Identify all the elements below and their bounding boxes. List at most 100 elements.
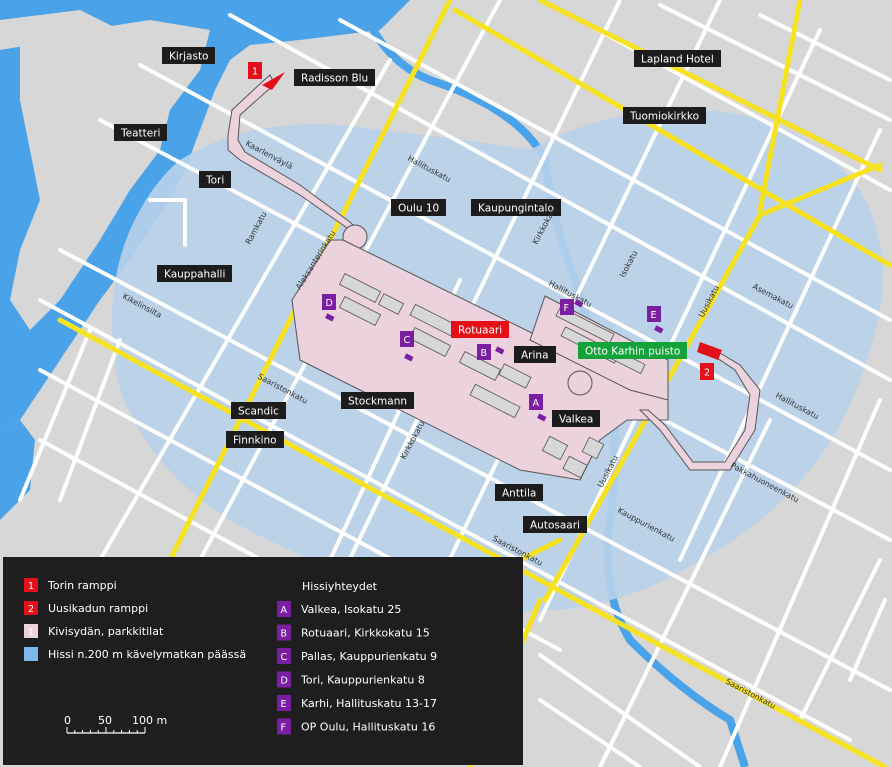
ramp-markers: 12 (248, 62, 714, 380)
place-label-text: Lapland Hotel (641, 54, 714, 66)
place-label-bg (199, 171, 231, 188)
place-label-tuomiokirkko: Tuomiokirkko (623, 107, 706, 124)
ramp-marker-ramp2: 2 (700, 363, 714, 380)
place-label-bg (578, 342, 687, 359)
legend-item: 1 Kivisydän, parkkitilat (24, 624, 164, 638)
legend-background (3, 557, 523, 765)
place-label-text: Stockmann (348, 396, 407, 408)
legend-item: Hissi n.200 m kävelymatkan päässä (24, 647, 246, 661)
ramp-2-shape (697, 342, 722, 360)
elevator-marker-F: F (560, 299, 574, 315)
place-label-text: Kaupungintalo (478, 203, 554, 215)
legend-elevator-key: B (281, 629, 288, 640)
legend-swatch-key: 2 (28, 604, 34, 615)
place-label-text: Tori (205, 175, 224, 187)
legend-elevator-text: OP Oulu, Hallituskatu 16 (301, 721, 435, 734)
place-label-text: Tuomiokirkko (629, 111, 699, 123)
legend-swatch (24, 601, 38, 615)
place-label-bg (294, 69, 375, 86)
place-label-anttila: Anttila (495, 484, 543, 501)
place-label-bg (495, 484, 543, 501)
elevator-marker-B: B (477, 344, 491, 360)
elevator-marker-bg (322, 294, 336, 310)
place-label-text: Autosaari (530, 520, 580, 532)
place-label-bg (514, 346, 556, 363)
place-label-stockmann: Stockmann (341, 392, 414, 409)
legend-elevator-swatch (277, 718, 291, 735)
place-label-bg (552, 410, 600, 427)
place-label-text: Oulu 10 (398, 203, 439, 215)
elevator-marker-bg (477, 344, 491, 360)
legend-elevator-swatch (277, 671, 291, 688)
legend-elevator-key: F (281, 723, 286, 734)
legend-elevator-key: A (281, 605, 288, 616)
legend-elevator-text: Rotuaari, Kirkkokatu 15 (301, 627, 430, 640)
place-label-text: Kirjasto (169, 51, 208, 63)
legend-elevator-B: B Rotuaari, Kirkkokatu 15 (277, 624, 430, 641)
legend-swatch (24, 647, 38, 661)
elevator-marker-bg (560, 299, 574, 315)
elevator-marker-E: E (647, 306, 661, 322)
place-label-oulu10: Oulu 10 (391, 199, 446, 216)
legend-elevator-swatch (277, 601, 291, 617)
scale-label-100: 100 m (132, 714, 167, 727)
elevator-marker-bg (529, 394, 543, 410)
legend-elevator-key: C (281, 652, 288, 663)
place-label-valkea: Valkea (552, 410, 600, 427)
legend-elevator-swatch (277, 648, 291, 664)
ramp-marker-bg (700, 363, 714, 380)
place-label-bg (623, 107, 706, 124)
elevator-marker-text: F (564, 303, 569, 314)
place-label-bg (634, 50, 721, 67)
place-label-lapland: Lapland Hotel (634, 50, 721, 67)
legend-elevator-E: E Karhi, Hallituskatu 13-17 (277, 695, 437, 711)
place-label-bg (226, 431, 284, 448)
place-label-autosaari: Autosaari (523, 516, 587, 533)
elevator-marker-bg (647, 306, 661, 322)
legend-item-text: Kivisydän, parkkitilat (48, 625, 164, 638)
legend-item-text: Hissi n.200 m kävelymatkan päässä (48, 648, 246, 661)
legend-elevator-swatch (277, 624, 291, 641)
place-label-bg (451, 321, 509, 338)
legend-swatch-key: 1 (28, 627, 34, 638)
place-label-teatteri: Teatteri (114, 124, 167, 141)
place-label-rotuaari: Rotuaari (451, 321, 509, 338)
legend-elevator-key: E (281, 699, 287, 710)
place-label-bg (341, 392, 414, 409)
place-label-otto: Otto Karhin puisto (578, 342, 687, 359)
place-label-text: Scandic (238, 406, 279, 418)
legend-elevator-C: C Pallas, Kauppurienkatu 9 (277, 648, 437, 664)
elevator-marker-text: B (481, 348, 488, 359)
place-label-text: Otto Karhin puisto (585, 346, 680, 358)
legend-elevator-text: Karhi, Hallituskatu 13-17 (301, 697, 437, 710)
legend-elevator-swatch (277, 695, 291, 711)
elevator-marker-text: C (404, 335, 411, 346)
ramp-marker-bg (248, 62, 262, 79)
legend-swatch-key: 1 (28, 581, 34, 592)
legend-elevator-text: Pallas, Kauppurienkatu 9 (301, 650, 437, 663)
legend-item: 2 Uusikadun ramppi (24, 601, 148, 615)
place-label-finnkino: Finnkino (226, 431, 284, 448)
place-label-radisson: Radisson Blu (294, 69, 375, 86)
ramp-marker-text: 1 (252, 67, 258, 78)
scale-label-50: 50 (98, 714, 112, 727)
place-label-text: Valkea (559, 414, 593, 426)
legend-elevator-key: D (281, 676, 288, 687)
place-label-text: Anttila (502, 488, 536, 500)
place-label-bg (231, 402, 286, 419)
place-label-text: Kauppahalli (164, 269, 225, 281)
elevator-marker-D: D (322, 294, 336, 310)
legend-elevators-title: Hissiyhteydet (302, 580, 378, 593)
place-label-bg (162, 47, 215, 64)
ramp-marker-ramp1: 1 (248, 62, 262, 79)
legend-item-text: Uusikadun ramppi (48, 602, 148, 615)
ramp-1-shape (262, 72, 285, 90)
place-label-tori: Tori (199, 171, 231, 188)
place-label-kaupungintalo: Kaupungintalo (471, 199, 561, 216)
